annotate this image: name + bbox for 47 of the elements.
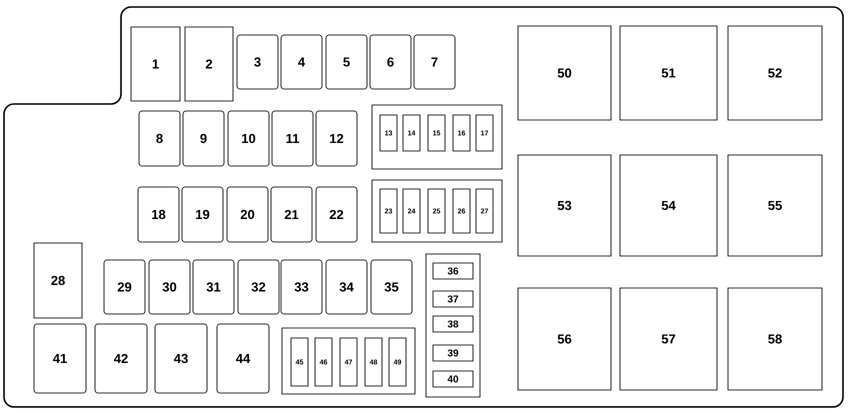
relay-box: 55 (728, 154, 822, 256)
relay-box: 50 (518, 26, 612, 120)
fuse-box: 11 (272, 110, 314, 166)
relay-box: 1 (130, 26, 180, 102)
mini-fuse: 38 (432, 316, 474, 332)
fuse-box: 12 (316, 110, 358, 166)
relay-box: 28 (34, 242, 82, 318)
fuse-box: 6 (370, 34, 412, 90)
fuse-box: 41 (34, 324, 86, 394)
fuse-box: 44 (216, 324, 270, 394)
fuse-box: 42 (94, 324, 148, 394)
fuse-box: 29 (104, 260, 146, 314)
mini-fuse: 37 (432, 290, 474, 308)
fuse-box: 21 (270, 186, 312, 242)
relay-box: 53 (518, 154, 612, 256)
fuse-box: 7 (414, 34, 456, 90)
fuse-box: 8 (138, 110, 180, 166)
fuse-holder (426, 254, 480, 398)
fuse-box: 34 (326, 260, 368, 314)
fuse-box: 33 (280, 260, 322, 314)
relay-box: 51 (620, 26, 718, 120)
fuse-box: 30 (148, 260, 190, 314)
relay-box: 2 (184, 26, 234, 102)
fuse-box: 3 (236, 34, 278, 90)
fuse-holder (372, 180, 502, 242)
relay-box: 54 (620, 154, 718, 256)
fuse-box: 9 (182, 110, 224, 166)
fuse-box: 18 (138, 186, 180, 242)
fuse-box: 32 (238, 260, 280, 314)
relay-box: 52 (728, 26, 822, 120)
fuse-box: 4 (280, 34, 322, 90)
fuse-box: 20 (226, 186, 268, 242)
fuse-box: 35 (370, 260, 412, 314)
fuse-box: 22 (316, 186, 358, 242)
mini-fuse: 39 (432, 344, 474, 362)
fuse-box: 5 (326, 34, 368, 90)
fuse-box: 31 (192, 260, 234, 314)
mini-fuse: 36 (432, 262, 474, 280)
fuse-box: 10 (228, 110, 270, 166)
fuse-holder (372, 104, 502, 170)
fuse-box: 43 (154, 324, 208, 394)
fuse-box: 19 (182, 186, 224, 242)
relay-box: 56 (518, 288, 612, 390)
relay-box: 57 (620, 288, 718, 390)
fuse-holder (282, 328, 416, 394)
mini-fuse: 40 (432, 370, 474, 388)
relay-box: 58 (728, 288, 822, 390)
